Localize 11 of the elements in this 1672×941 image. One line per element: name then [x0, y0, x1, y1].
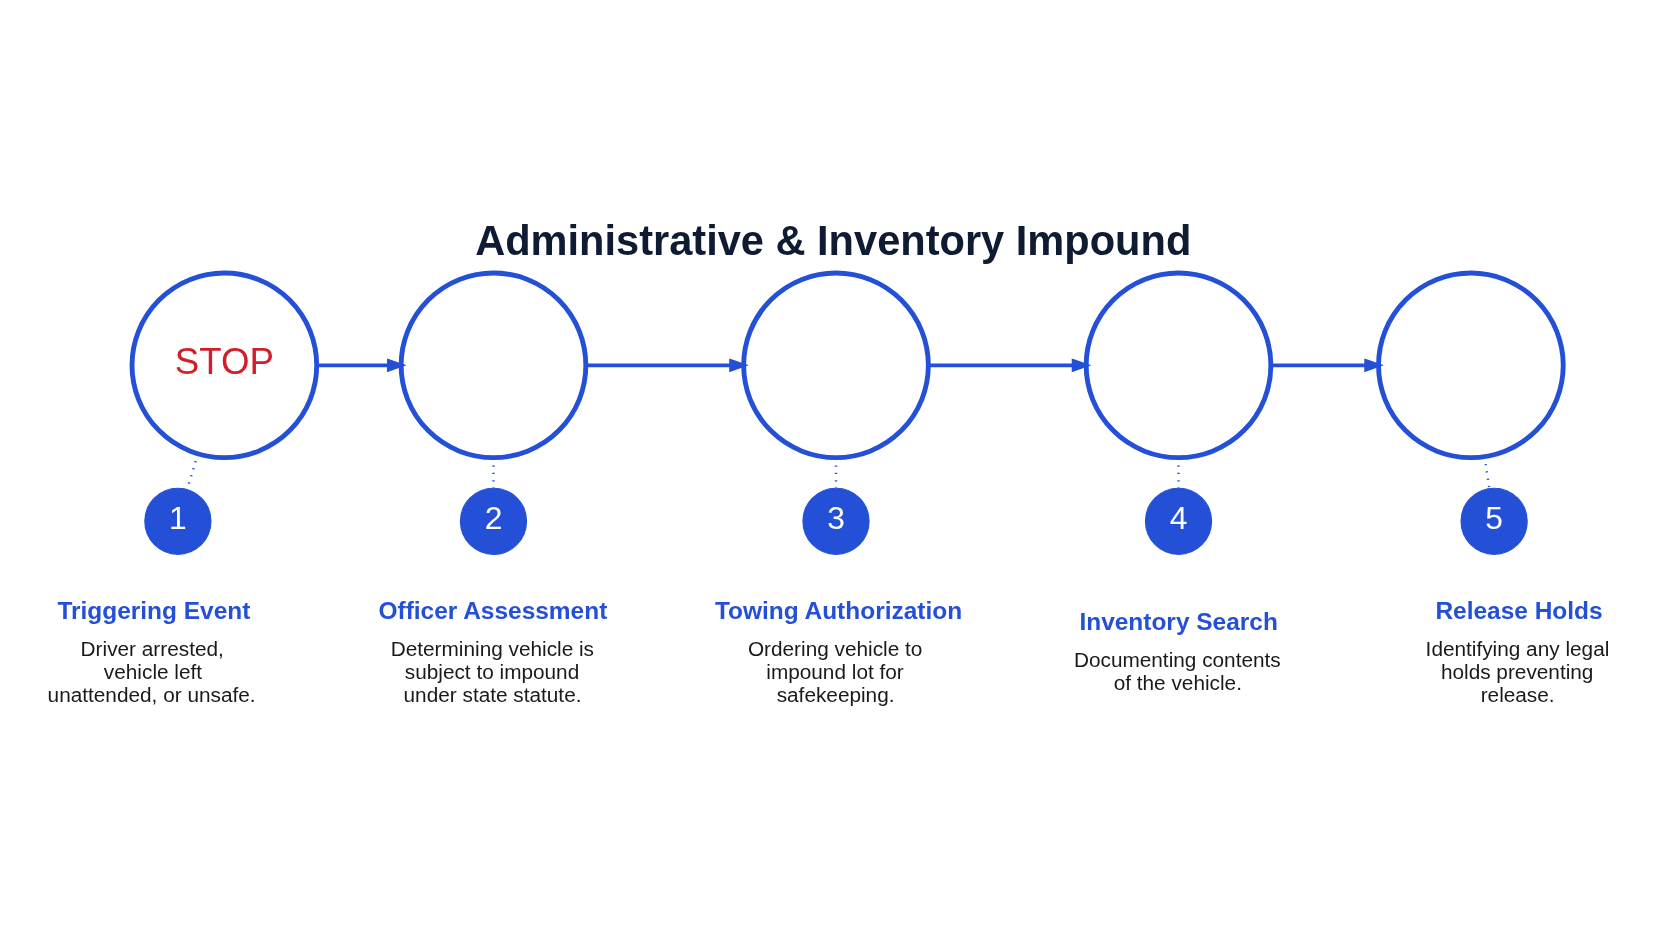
node-label: Inventory Search	[1079, 607, 1278, 635]
node-label: Officer Assessment	[378, 596, 608, 624]
node-label: Ordering vehicle to impound lot for safekeeping.	[747, 636, 923, 707]
diagram-title: Administrative & Inventory Impound	[475, 216, 1192, 264]
node-label: Determining vehicle is subject to impound under state statute.	[390, 636, 595, 707]
node-label: Documenting contents of the vehicle.	[1073, 647, 1281, 695]
node-label: Towing Authorization	[714, 596, 963, 624]
node-label: Identifying any legal holds preventing release.	[1425, 636, 1610, 707]
node-label: Driver arrested, vehicle left unattended, or unsafe.	[47, 636, 256, 707]
node-label: Release Holds	[1435, 596, 1603, 624]
node-label: Triggering Event	[57, 596, 251, 624]
